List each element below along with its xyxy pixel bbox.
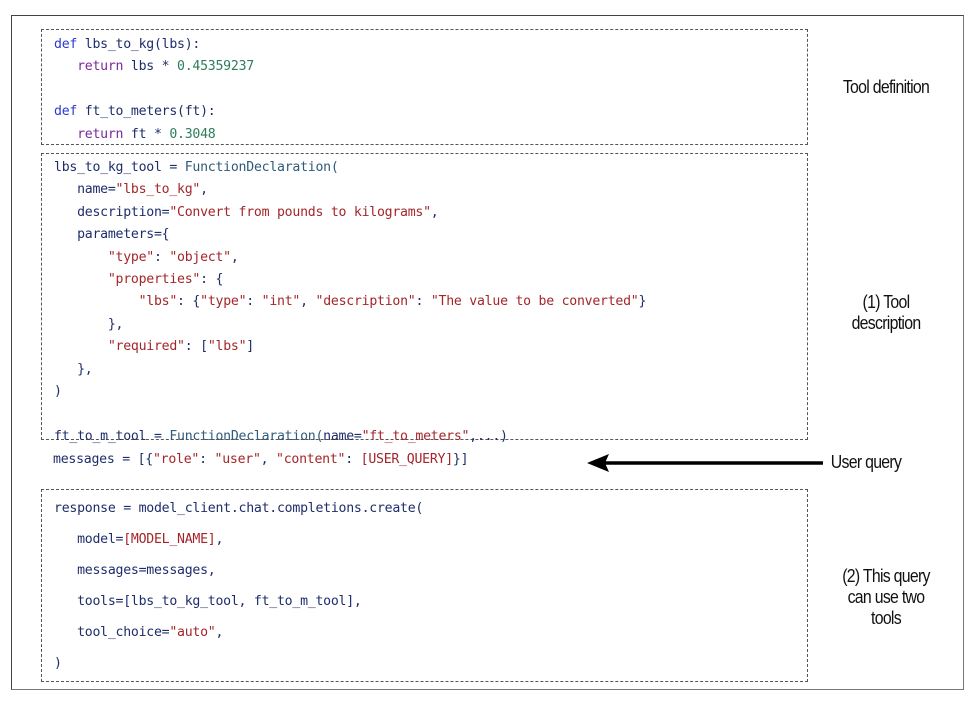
code-line: return lbs * 0.45359237 [77,59,254,75]
code-line: tool_choice="auto", [54,625,224,640]
code-line: lbs_to_kg_tool = FunctionDeclaration( [54,160,339,175]
code-line: }, [54,361,93,377]
code-line: def lbs_to_kg(lbs): [54,37,201,52]
figure-frame [11,15,964,690]
tool-definition-code: def lbs_to_kg(lbs): return lbs * 0.45359… [54,34,254,146]
tool-description-code: lbs_to_kg_tool = FunctionDeclaration( na… [54,157,646,448]
label-user-query: User query [830,452,902,472]
arrow-head [587,454,609,472]
completion-call-box: response = model_client.chat.completions… [41,489,808,682]
tool-description-box: lbs_to_kg_tool = FunctionDeclaration( na… [41,153,808,444]
code-line: }, [54,316,124,332]
tool-definition-box: def lbs_to_kg(lbs): return lbs * 0.45359… [41,29,808,145]
label-tool-definition: Tool definition [842,77,930,97]
completion-call-code: response = model_client.chat.completions… [54,493,423,679]
code-line: return ft * 0.3048 [77,126,216,142]
code-line: ) [54,384,62,400]
code-line: messages=messages, [54,563,216,578]
code-line: def ft_to_meters(ft): [54,104,216,120]
code-line: model=[MODEL_NAME], [54,532,224,547]
code-line: tools=[lbs_to_kg_tool, ft_to_m_tool], [54,594,362,609]
left-arrow-icon [587,454,823,472]
code-line: "type": "object", [107,249,239,265]
user-query-code: messages = [{"role": "user", "content": … [53,452,469,467]
code-line: ) [54,656,62,671]
code-line: "properties": { [107,272,224,288]
code-line: name="lbs_to_kg", [54,182,208,198]
code-line: "lbs": {"type": "int", "description": "T… [138,294,647,310]
code-line: parameters={ [54,227,170,243]
code-line: response = model_client.chat.completions… [54,501,424,516]
code-line: "required": ["lbs"] [107,339,254,355]
code-line: ft_to_m_tool = FunctionDeclaration(name=… [54,428,508,444]
code-line: description="Convert from pounds to kilo… [54,204,439,220]
